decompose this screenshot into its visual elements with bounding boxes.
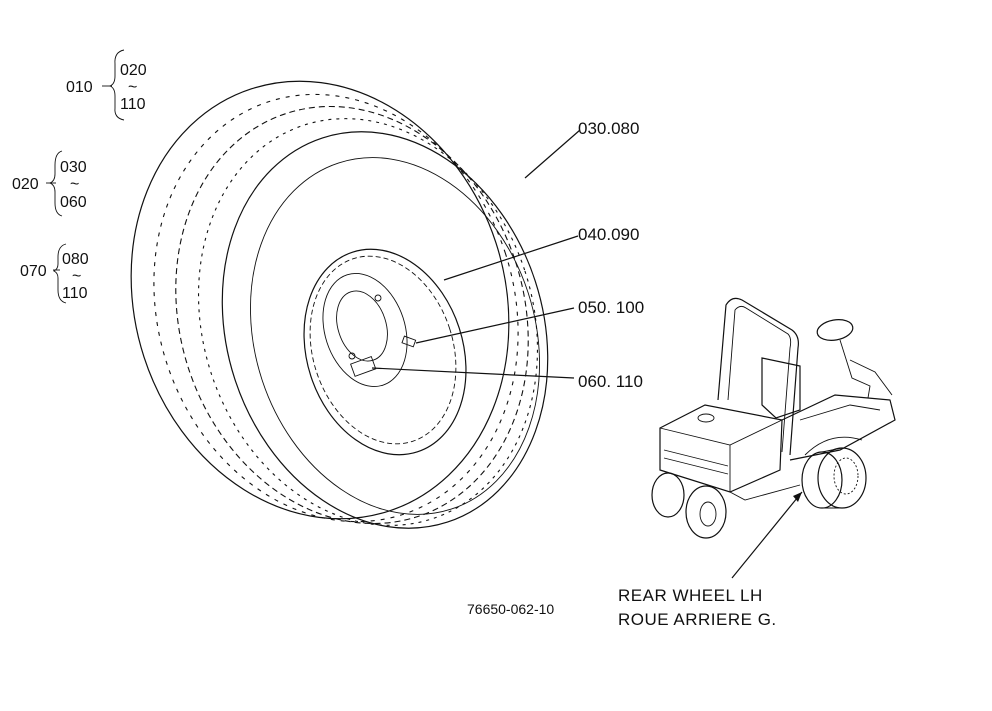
front-hub <box>699 501 717 527</box>
tractor-deck <box>781 394 896 461</box>
group-ref-070: 070 080 ~ 110 <box>20 243 89 304</box>
rim-disc <box>322 273 408 387</box>
tractor-hood <box>659 404 783 493</box>
group-from-080: 080 <box>62 251 89 268</box>
dash-panel <box>849 359 893 396</box>
rear-wheel-pointer <box>731 491 803 579</box>
rear-wheel-tread <box>821 447 843 509</box>
tractor-illustration <box>651 297 896 539</box>
steering-column <box>839 339 871 399</box>
rim-hub <box>336 290 388 362</box>
front-wheel-left <box>651 472 685 518</box>
rear-fender <box>804 436 863 456</box>
caption-english: REAR WHEEL LH <box>618 586 763 605</box>
rim-outer <box>303 248 467 456</box>
rear-wheel-hub <box>833 457 859 495</box>
pointer-arrowhead <box>793 492 802 502</box>
group-brace <box>48 150 63 217</box>
hood-ridge <box>659 419 783 446</box>
tractor-frame <box>729 484 801 501</box>
caption-french: ROUE ARRIERE G. <box>618 610 777 629</box>
tire-back-edge <box>130 80 510 520</box>
leader-line <box>524 129 581 179</box>
lug-nut <box>374 294 382 302</box>
tire-assembly <box>130 80 549 529</box>
callout-tire: 030.080 <box>524 119 639 179</box>
tire-outer-edge <box>221 131 549 529</box>
callout-label: 060. 110 <box>371 367 643 391</box>
callout-label-060-110: 060. 110 <box>578 372 643 391</box>
group-parent-070: 070 <box>20 263 47 280</box>
group-parent-010: 010 <box>66 79 93 96</box>
group-to-110: 110 <box>62 285 88 302</box>
group-ref-010: 010 020 ~ 110 <box>66 49 147 121</box>
group-parent-020: 020 <box>12 176 39 193</box>
group-to-110: 110 <box>120 96 146 113</box>
grille <box>663 449 729 475</box>
callout-label-030-080: 030.080 <box>578 119 639 138</box>
tire-tread-band <box>175 105 529 525</box>
drawing-code: 76650-062-10 <box>467 601 554 617</box>
callout-label-040-090: 040.090 <box>578 225 639 244</box>
group-to-060: 060 <box>60 194 87 211</box>
leader-line <box>371 367 575 379</box>
leader-line <box>415 307 575 344</box>
group-from-030: 030 <box>60 159 87 176</box>
leader-line <box>443 235 579 281</box>
rim-flange <box>309 255 457 445</box>
valve-stem <box>401 335 417 348</box>
fuel-cap <box>697 413 715 423</box>
tire-tread-band-2 <box>153 93 519 523</box>
group-tilde: ~ <box>128 79 137 96</box>
tire-sidewall <box>250 157 540 515</box>
tractor-seat <box>761 357 801 419</box>
front-wheel-right <box>685 485 727 539</box>
group-tilde: ~ <box>70 176 79 193</box>
group-tilde: ~ <box>72 268 81 285</box>
steering-wheel <box>816 319 854 341</box>
group-ref-020: 020 030 ~ 060 <box>12 150 87 217</box>
lug-nut <box>348 352 356 360</box>
group-brace <box>52 243 67 304</box>
rops-frame-inner <box>727 305 792 453</box>
callout-label-050-100: 050. 100 <box>578 298 644 317</box>
tire-tread-band-3 <box>197 118 539 526</box>
rops-frame <box>717 297 799 456</box>
callout-tube: 040.090 <box>443 225 639 281</box>
label-plate <box>350 356 377 377</box>
deck-detail <box>799 404 881 421</box>
pointer-line <box>731 491 803 579</box>
callout-valve: 050. 100 <box>415 298 644 344</box>
group-from-020: 020 <box>120 62 147 79</box>
group-brace <box>108 49 125 121</box>
